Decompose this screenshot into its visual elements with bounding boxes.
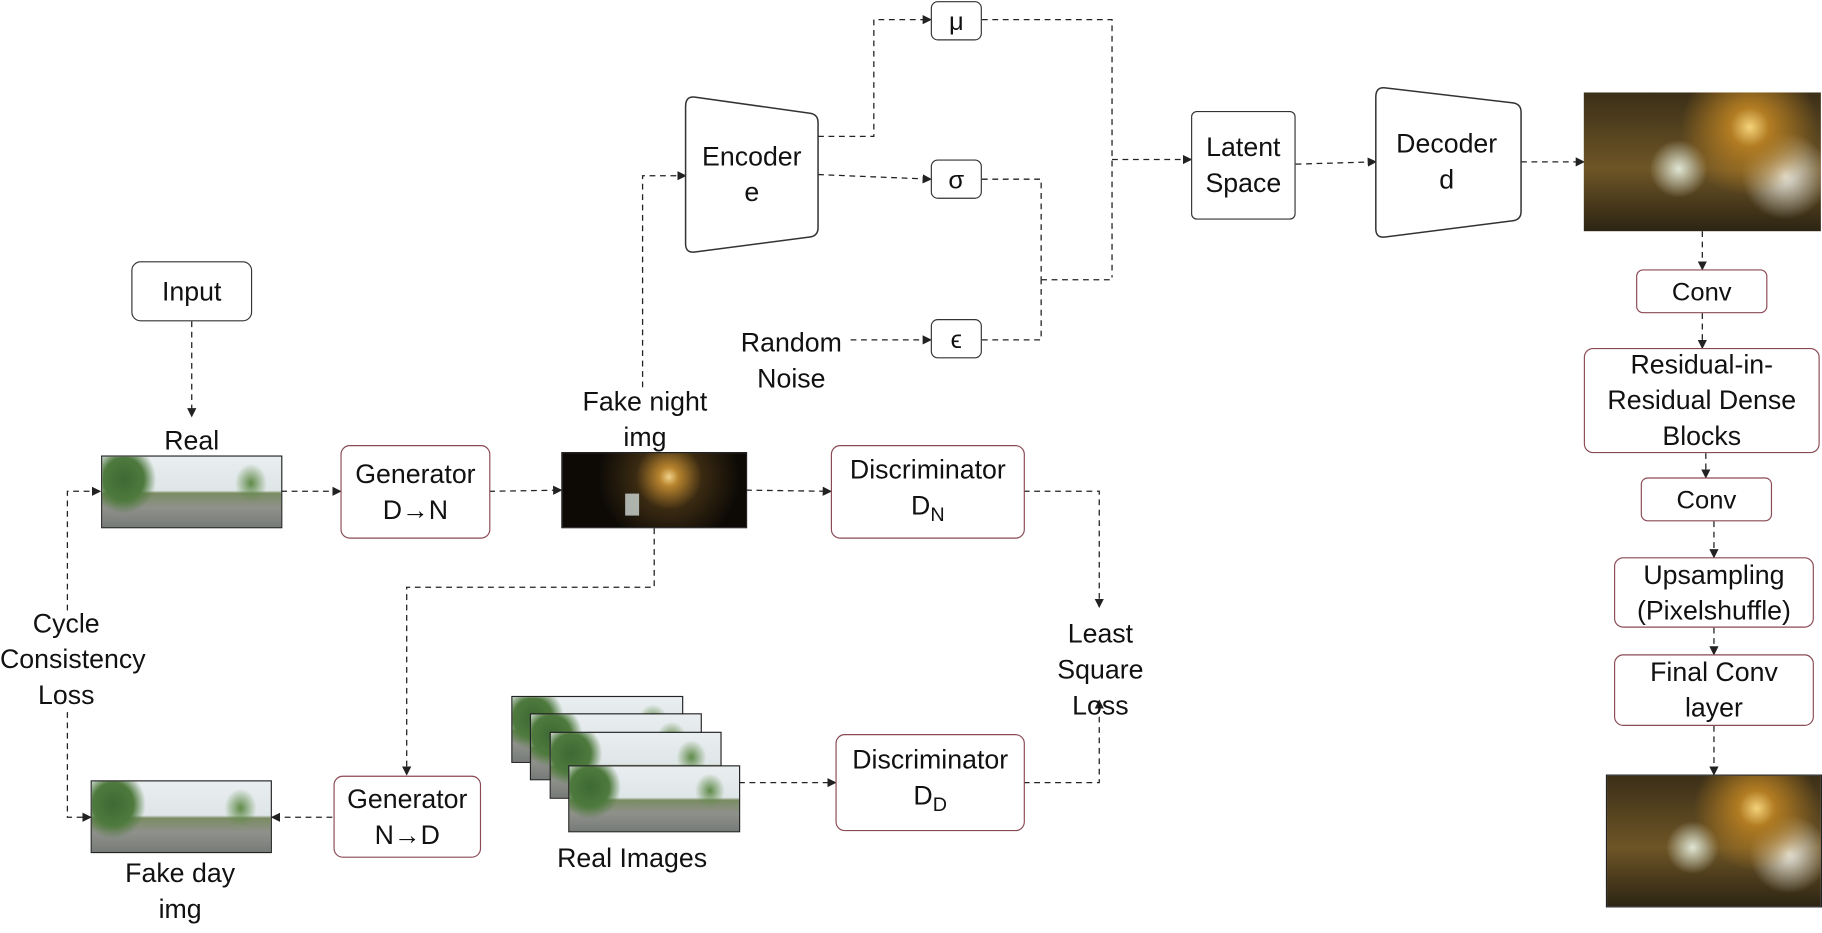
generator-dn-box: Generator D→N — [340, 445, 491, 539]
conv-2-box: Conv — [1640, 477, 1773, 522]
upsampling-text: Upsampling (Pixelshuffle) — [1636, 558, 1791, 625]
input-box: Input — [131, 261, 253, 322]
decoder-label: Decoder d — [1396, 128, 1498, 195]
rrdb-box: Residual-in- Residual Dense Blocks — [1583, 347, 1820, 454]
edge-disc-n-loss — [1023, 490, 1104, 609]
fake-night-label: Fake night img — [582, 386, 708, 452]
real-images-label: Real Images — [557, 842, 708, 873]
generator-nd-box: Generator N→D — [333, 775, 482, 858]
edge-cycle-up — [66, 486, 102, 611]
fake-day-label: Fake day img — [125, 857, 236, 924]
discriminator-n-subscript: N — [930, 503, 945, 526]
edge-fakenight-disc-n — [745, 486, 832, 496]
latent-space-box: Latent Space — [1191, 110, 1296, 220]
discriminator-n-text: Discriminator — [849, 453, 1006, 485]
edge-generator-dn-fakenight — [489, 485, 563, 495]
edge-encoder-sigma — [818, 173, 932, 184]
fake-day-image — [90, 780, 272, 854]
epsilon-text: ϵ — [950, 324, 962, 354]
input-text: Input — [162, 275, 222, 306]
edge-epsilon-join — [981, 279, 1042, 341]
reconstructed-image — [1583, 92, 1821, 232]
final-conv-text: Final Conv layer — [1650, 656, 1778, 723]
edge-fakenight-encoder — [641, 171, 687, 388]
edge-encoder-mu — [818, 15, 932, 138]
upsampling-box: Upsampling (Pixelshuffle) — [1614, 557, 1814, 628]
discriminator-d-box: Discriminator DD — [835, 734, 1025, 832]
conv-2-text: Conv — [1676, 484, 1737, 514]
decoder-shape — [1375, 86, 1522, 238]
edge-disc-d-loss — [1023, 699, 1104, 784]
edge-cycle-down — [66, 712, 92, 822]
generator-nd-text: Generator N→D — [347, 783, 468, 850]
conv-1-box: Conv — [1636, 269, 1768, 314]
discriminator-d-text: Discriminator — [852, 744, 1009, 775]
encoder-label: Encoder e — [702, 141, 802, 207]
generator-dn-text: Generator D→N — [355, 458, 476, 525]
final-conv-box: Final Conv layer — [1614, 654, 1814, 726]
random-noise-label: Random Noise — [740, 327, 842, 394]
rrdb-text: Residual-in- Residual Dense Blocks — [1607, 349, 1797, 451]
edge-mu-latent — [981, 19, 1113, 278]
conv-1-text: Conv — [1671, 276, 1732, 306]
real-images-stack — [511, 695, 743, 835]
cycle-consistency-loss-label: Cycle Consistency Loss — [0, 608, 146, 710]
sigma-box: σ — [930, 159, 982, 199]
encoder-shape — [684, 96, 819, 253]
discriminator-n-box: Discriminator DN — [830, 445, 1025, 539]
edge-fakenight-generator-nd — [402, 528, 655, 776]
discriminator-d-subscript: D — [932, 793, 947, 816]
latent-space-text: Latent Space — [1205, 131, 1282, 198]
real-image-stack-4 — [568, 765, 741, 833]
mu-text: μ — [948, 6, 964, 36]
edge-sigma-join — [981, 178, 1042, 280]
real-label: Real — [164, 425, 220, 456]
sigma-text: σ — [948, 164, 965, 194]
real-image — [101, 455, 283, 529]
enhanced-output-image — [1605, 774, 1822, 908]
least-square-loss-label: Least Square Loss — [1057, 618, 1144, 721]
fake-night-image — [561, 451, 748, 529]
edge-latent-decoder — [1295, 157, 1377, 167]
epsilon-box: ϵ — [930, 319, 982, 359]
mu-box: μ — [930, 1, 982, 41]
